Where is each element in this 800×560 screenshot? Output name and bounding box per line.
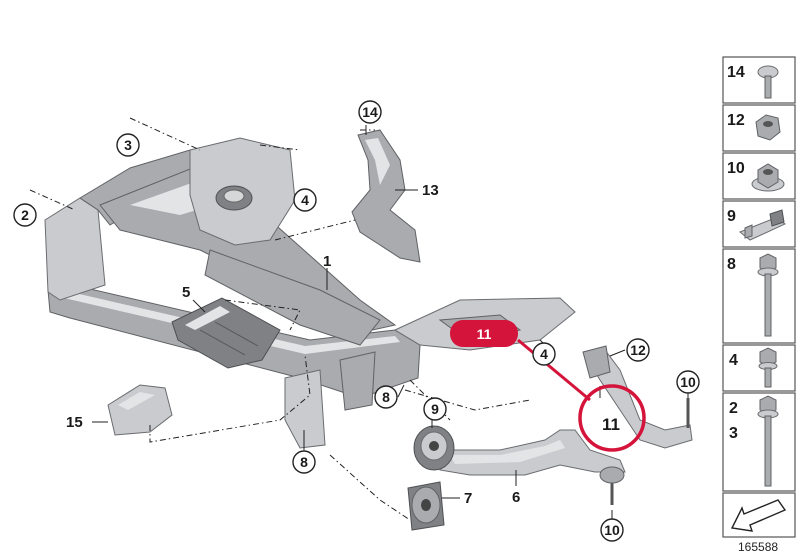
label-6: 6: [512, 489, 520, 506]
callout-12[interactable]: [626, 338, 650, 362]
label-7: 7: [464, 490, 472, 507]
callout-10-bottom-label: 10: [604, 522, 620, 538]
label-5: 5: [182, 284, 190, 301]
callout-9[interactable]: [423, 397, 447, 421]
callouts: 3 2 4 14 4 12 10 8 9 8 10: [13, 100, 700, 542]
sidebar-label-12: 12: [727, 112, 745, 129]
parts-sidebar: 14 12 10 9 8: [722, 56, 796, 538]
callout-14-label: 14: [362, 104, 378, 120]
nut-icon: [755, 114, 781, 141]
flange-nut-icon: [751, 163, 785, 192]
bushing-part-7: [407, 481, 445, 531]
sidebar-label-3: 3: [729, 425, 738, 442]
bushing-part: [413, 425, 455, 471]
callout-14[interactable]: [358, 100, 382, 124]
callout-8-bottom[interactable]: [292, 450, 316, 474]
callout-4-right-label: 4: [540, 346, 548, 362]
callout-8-mid[interactable]: [374, 385, 398, 409]
sidebar-label-9: 9: [727, 208, 736, 225]
clip-nut-icon: [739, 209, 787, 241]
callout-4-right[interactable]: [532, 342, 556, 366]
arrow-icon: [730, 499, 787, 532]
bolt-icon: [757, 65, 779, 99]
sidebar-label-8: 8: [727, 256, 736, 273]
sidebar-cell-14[interactable]: [722, 56, 796, 104]
tension-strut-part: [582, 345, 693, 505]
label-13: 13: [422, 182, 439, 199]
label-11: 11: [602, 415, 620, 434]
highlight-group: 11: [450, 320, 646, 452]
plain-labels: 1 5 13 15 6 7 11: [66, 182, 620, 507]
sidebar-label-14: 14: [727, 64, 745, 81]
bolt-icon: [757, 253, 779, 337]
reference-number: 165588: [738, 540, 779, 554]
callout-2[interactable]: [13, 203, 37, 227]
underbody-shield-part: [171, 297, 281, 369]
callout-9-label: 9: [431, 401, 439, 417]
callout-8-bottom-label: 8: [300, 454, 308, 470]
callout-12-label: 12: [630, 342, 646, 358]
callout-8-mid-label: 8: [382, 389, 390, 405]
callout-2-label: 2: [21, 207, 29, 223]
callout-4-top-label: 4: [301, 192, 309, 208]
callout-3-label: 3: [124, 137, 132, 153]
control-arm-part: [439, 429, 626, 476]
sidebar-cell-4[interactable]: [722, 344, 796, 392]
callout-4-top[interactable]: [293, 188, 317, 212]
callout-3[interactable]: [116, 133, 140, 157]
label-15: 15: [66, 414, 83, 431]
label-1: 1: [323, 253, 331, 270]
sidebar-cell-2-3[interactable]: [722, 392, 796, 492]
cover-part: [107, 384, 173, 436]
highlight-badge-text: 11: [477, 326, 492, 342]
bolt-icon: [757, 395, 779, 487]
callout-10-bottom[interactable]: [600, 518, 624, 542]
sidebar-label-2: 2: [729, 400, 738, 417]
highlight-ring: [578, 384, 646, 452]
sidebar-cell-8[interactable]: [722, 248, 796, 344]
bolt-icon: [758, 347, 778, 388]
highlight-badge[interactable]: [450, 320, 518, 347]
sidebar-label-4: 4: [729, 352, 738, 369]
callout-10-top[interactable]: [676, 370, 700, 394]
sidebar-label-10: 10: [727, 160, 745, 177]
callout-10-top-label: 10: [680, 374, 696, 390]
heat-shield-part: [351, 129, 421, 263]
